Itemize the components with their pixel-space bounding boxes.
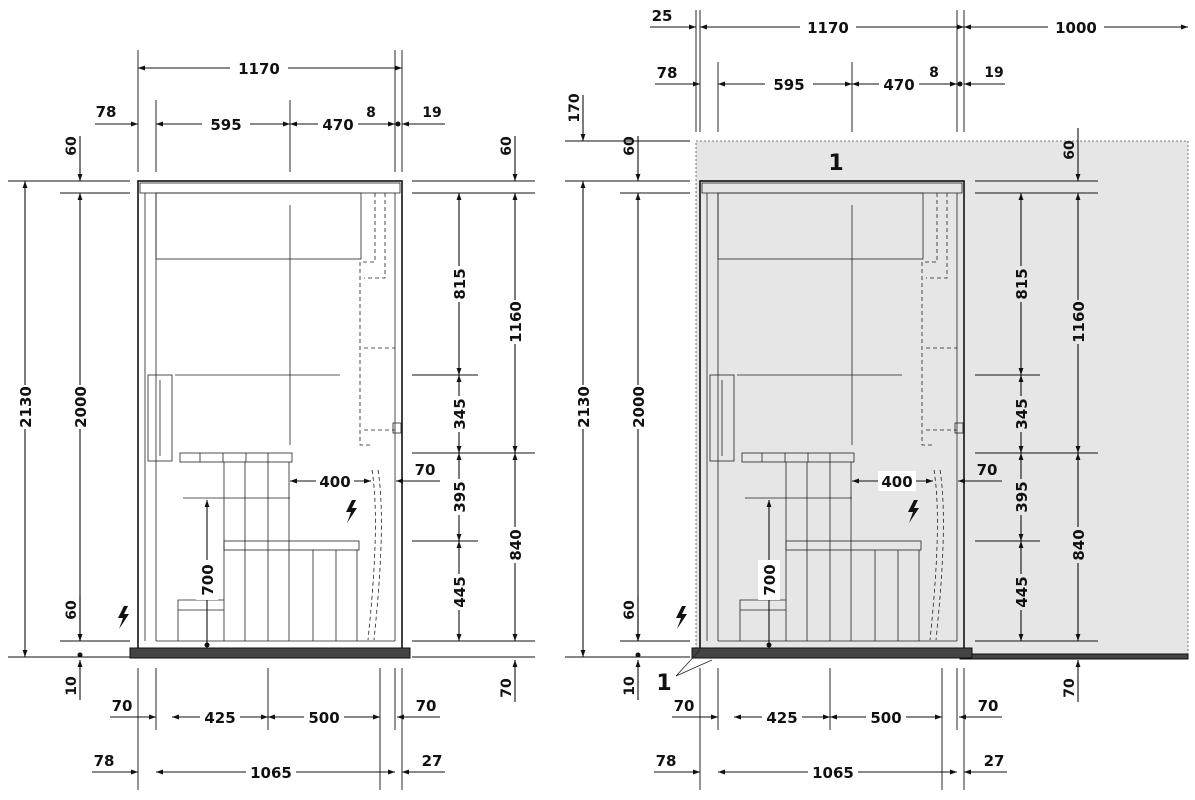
electric-bolt-icon — [676, 606, 687, 629]
dim-bottom-overall: 1065 — [250, 764, 292, 782]
dim-lower-section-b: 445 — [451, 576, 469, 607]
dim-mid-section: 345 — [1013, 398, 1031, 429]
dim-base-left: 10 — [622, 676, 638, 696]
dim-part-a: 595 — [773, 76, 804, 94]
dim-bench-depth: 400 — [881, 473, 912, 491]
dim-top-band-left: 60 — [622, 136, 638, 156]
dim-offset-left-top: 25 — [652, 7, 673, 25]
dim-base-right: 70 — [1062, 678, 1078, 698]
dim-bench-height: 700 — [199, 564, 217, 595]
dim-bottom-left-a: 70 — [112, 697, 133, 715]
dim-part-b: 470 — [322, 116, 353, 134]
dim-bottom-left-b: 78 — [94, 752, 115, 770]
right-elevation: 1 25 1170 1000 78 595 470 8 19 — [565, 7, 1189, 790]
dim-base-left: 10 — [64, 676, 80, 696]
dim-upper-right: 1160 — [507, 301, 525, 343]
dim-offset-left: 78 — [657, 64, 678, 82]
dim-gap: 8 — [366, 105, 376, 121]
dim-upper-section: 815 — [1013, 268, 1031, 299]
dim-width-overall: 1170 — [807, 19, 849, 37]
dim-lower-right: 840 — [507, 529, 525, 560]
dim-lower-right: 840 — [1070, 529, 1088, 560]
dim-bottom-left-b: 78 — [656, 752, 677, 770]
dim-bottom-right-a: 70 — [978, 697, 999, 715]
dim-lower-section-a: 395 — [451, 481, 469, 512]
dim-part-a: 595 — [210, 116, 241, 134]
dim-mid-section: 345 — [451, 398, 469, 429]
dim-bottom-right-b: 27 — [422, 752, 443, 770]
dim-bottom-right-b: 27 — [984, 752, 1005, 770]
dim-bottom-band-left: 60 — [622, 600, 638, 620]
dim-upper-right: 1160 — [1070, 301, 1088, 343]
dim-bottom-band-left: 60 — [64, 600, 80, 620]
dim-gap: 8 — [929, 65, 939, 81]
dim-top-band-right: 60 — [499, 136, 515, 156]
callout-label: 1 — [656, 671, 671, 696]
dim-offset-left: 78 — [96, 103, 117, 121]
dim-side-gap: 70 — [415, 461, 436, 479]
clearance-zone-label: 1 — [828, 151, 843, 176]
dim-bottom-overall: 1065 — [812, 764, 854, 782]
dim-offset-right: 19 — [984, 65, 1003, 81]
dim-lower-section-b: 445 — [1013, 576, 1031, 607]
dim-bottom-seg-a: 425 — [766, 709, 797, 727]
dim-width-overall: 1170 — [238, 60, 280, 78]
dim-extra-top: 170 — [567, 93, 583, 122]
dim-inner-height: 2000 — [72, 386, 90, 428]
dim-top-band-right: 60 — [1062, 140, 1078, 160]
dim-bottom-left-a: 70 — [674, 697, 695, 715]
dim-inner-height: 2000 — [630, 386, 648, 428]
dim-bottom-seg-a: 425 — [204, 709, 235, 727]
dim-bench-height: 700 — [761, 564, 779, 595]
dim-offset-right: 19 — [422, 105, 441, 121]
dim-top-band-left: 60 — [64, 136, 80, 156]
dim-bottom-seg-b: 500 — [870, 709, 901, 727]
electric-bolt-icon — [908, 500, 919, 523]
electric-bolt-icon — [346, 500, 357, 523]
dim-total-height: 2130 — [575, 386, 593, 428]
dim-clearance-width: 1000 — [1055, 19, 1097, 37]
dim-side-gap: 70 — [977, 461, 998, 479]
electric-bolt-icon — [118, 606, 129, 629]
dim-lower-section-a: 395 — [1013, 481, 1031, 512]
left-elevation: 1170 78 595 470 8 19 60 2130 2000 60 10 — [8, 50, 535, 790]
dim-upper-section: 815 — [451, 268, 469, 299]
dim-part-b: 470 — [883, 76, 914, 94]
dim-bench-depth: 400 — [319, 473, 350, 491]
dim-base-right: 70 — [499, 678, 515, 698]
dim-bottom-seg-b: 500 — [308, 709, 339, 727]
dim-total-height: 2130 — [17, 386, 35, 428]
dim-bottom-right-a: 70 — [416, 697, 437, 715]
